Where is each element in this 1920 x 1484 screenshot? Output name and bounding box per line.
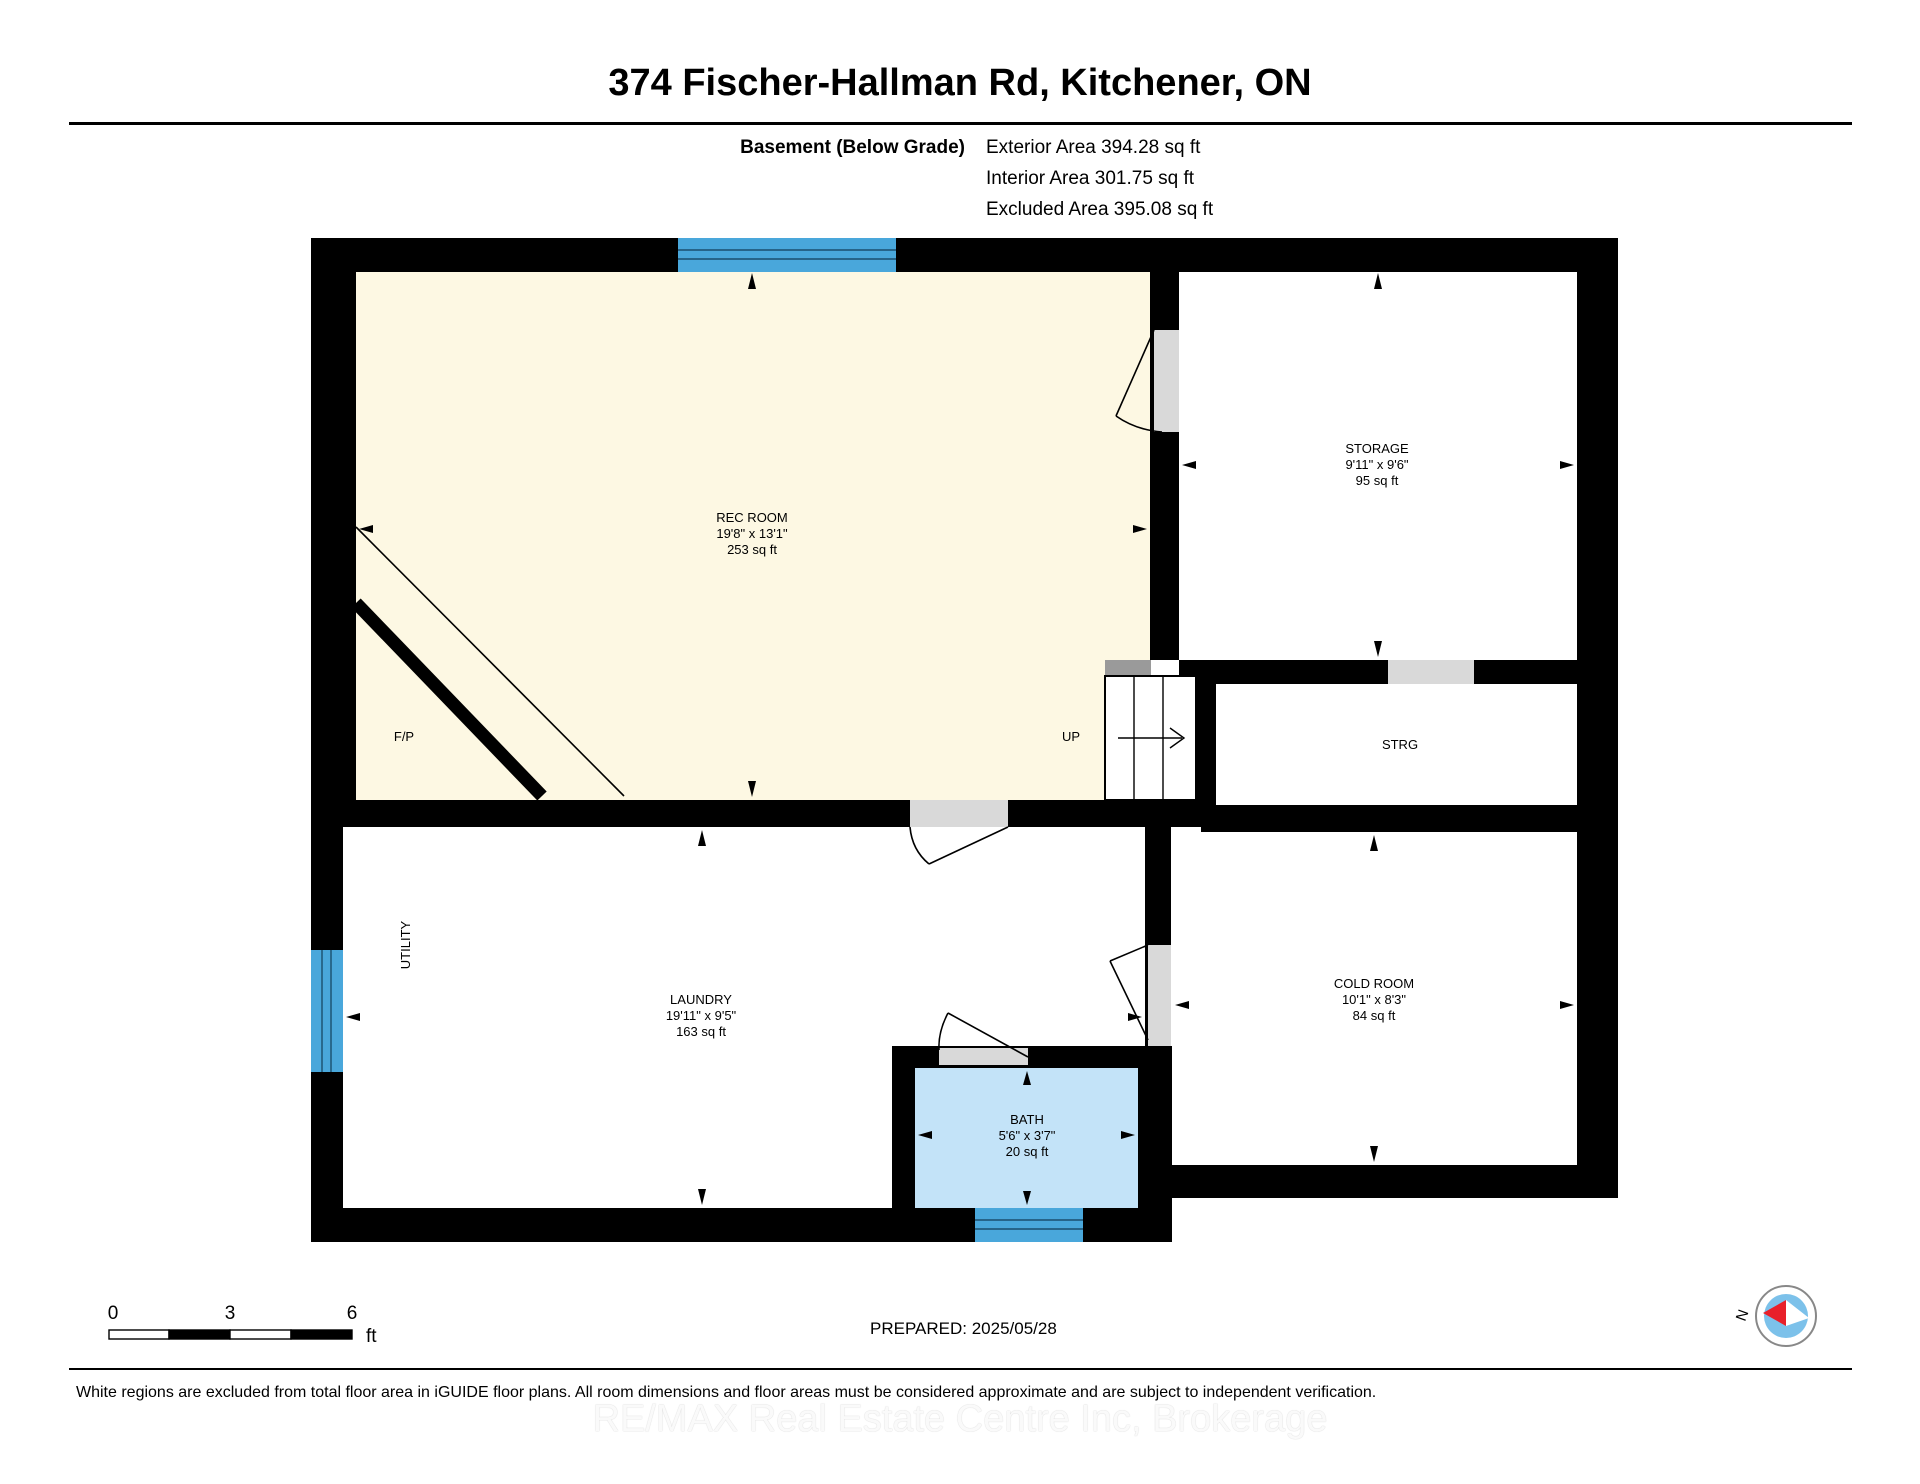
wall-bath-north	[892, 1046, 1172, 1068]
wall-west-upper	[311, 238, 356, 800]
laundry-area: 163 sq ft	[676, 1024, 726, 1039]
door-bath	[939, 1048, 1028, 1065]
compass-icon: N	[1733, 1285, 1817, 1347]
bath-dims: 5'6" x 3'7"	[999, 1128, 1056, 1143]
rec-room-area: 253 sq ft	[727, 542, 777, 557]
stairs-up-label: UP	[1062, 729, 1080, 744]
wall-stair-strg	[1196, 684, 1216, 816]
bath-area: 20 sq ft	[1006, 1144, 1049, 1159]
wall-rec-storage	[1150, 238, 1179, 660]
dimension-markers	[346, 273, 1574, 1205]
interior-area: Interior Area 301.75 sq ft	[986, 168, 1195, 189]
prepared-date: PREPARED: 2025/05/28	[870, 1319, 1057, 1338]
scale-bar: 0 3 6 ft	[108, 1303, 378, 1347]
wall-south-cold	[1138, 1165, 1618, 1198]
cold-room-dims: 10'1" x 8'3"	[1342, 992, 1406, 1007]
storage-name: STORAGE	[1345, 441, 1409, 456]
door-strg	[1388, 660, 1474, 684]
wall-bath-east	[1138, 1046, 1172, 1242]
fireplace-wall	[351, 598, 547, 801]
cold-room-name: COLD ROOM	[1334, 976, 1414, 991]
title-divider	[69, 122, 1852, 125]
door-storage	[1154, 330, 1179, 432]
scale-unit: ft	[366, 1326, 377, 1347]
wall-east	[1577, 238, 1618, 1198]
window-bath	[975, 1208, 1083, 1242]
compass-north-label: N	[1733, 1307, 1753, 1323]
fireplace-label: F/P	[394, 729, 414, 744]
rec-room-fill	[356, 270, 1151, 800]
window-north	[678, 238, 896, 272]
page-title: 374 Fischer-Hallman Rd, Kitchener, ON	[608, 62, 1312, 104]
window-west	[311, 950, 343, 1072]
scale-tick-0: 0	[108, 1303, 119, 1324]
bath-name: BATH	[1010, 1112, 1044, 1127]
stairs	[1104, 660, 1197, 801]
footer-divider	[69, 1368, 1852, 1370]
exterior-area: Exterior Area 394.28 sq ft	[986, 137, 1201, 158]
utility-label: UTILITY	[398, 920, 413, 969]
brokerage-watermark: RE/MAX Real Estate Centre Inc, Brokerage	[592, 1398, 1328, 1440]
scale-tick-6: 6	[347, 1303, 358, 1324]
storage-dims: 9'11" x 9'6"	[1345, 457, 1408, 472]
door-laundry	[910, 800, 1008, 827]
fireplace-line	[355, 526, 625, 797]
door-cold-room	[1148, 945, 1171, 1046]
rec-room-dims: 19'8" x 13'1"	[716, 526, 788, 541]
rec-room-name: REC ROOM	[716, 510, 788, 525]
wall-bath-west	[892, 1046, 915, 1242]
laundry-name: LAUNDRY	[670, 992, 732, 1007]
cold-room-area: 84 sq ft	[1353, 1008, 1396, 1023]
wall-north	[311, 238, 1618, 272]
compass-needle-icon	[1763, 1300, 1786, 1326]
wall-strg-cold	[1201, 805, 1618, 832]
level-name: Basement (Below Grade)	[740, 137, 965, 158]
stair-arrow-icon	[1169, 727, 1186, 749]
storage-area: 95 sq ft	[1356, 473, 1399, 488]
laundry-dims: 19'11" x 9'5"	[666, 1008, 737, 1023]
windows	[311, 238, 1083, 1242]
door-swings	[909, 329, 1163, 1058]
scale-tick-3: 3	[225, 1303, 236, 1324]
doorways	[910, 330, 1474, 1065]
strg-label: STRG	[1382, 737, 1418, 752]
wall-rec-laundry	[343, 800, 1201, 827]
disclaimer-text: White regions are excluded from total fl…	[76, 1384, 1377, 1401]
excluded-area: Excluded Area 395.08 sq ft	[986, 199, 1214, 220]
